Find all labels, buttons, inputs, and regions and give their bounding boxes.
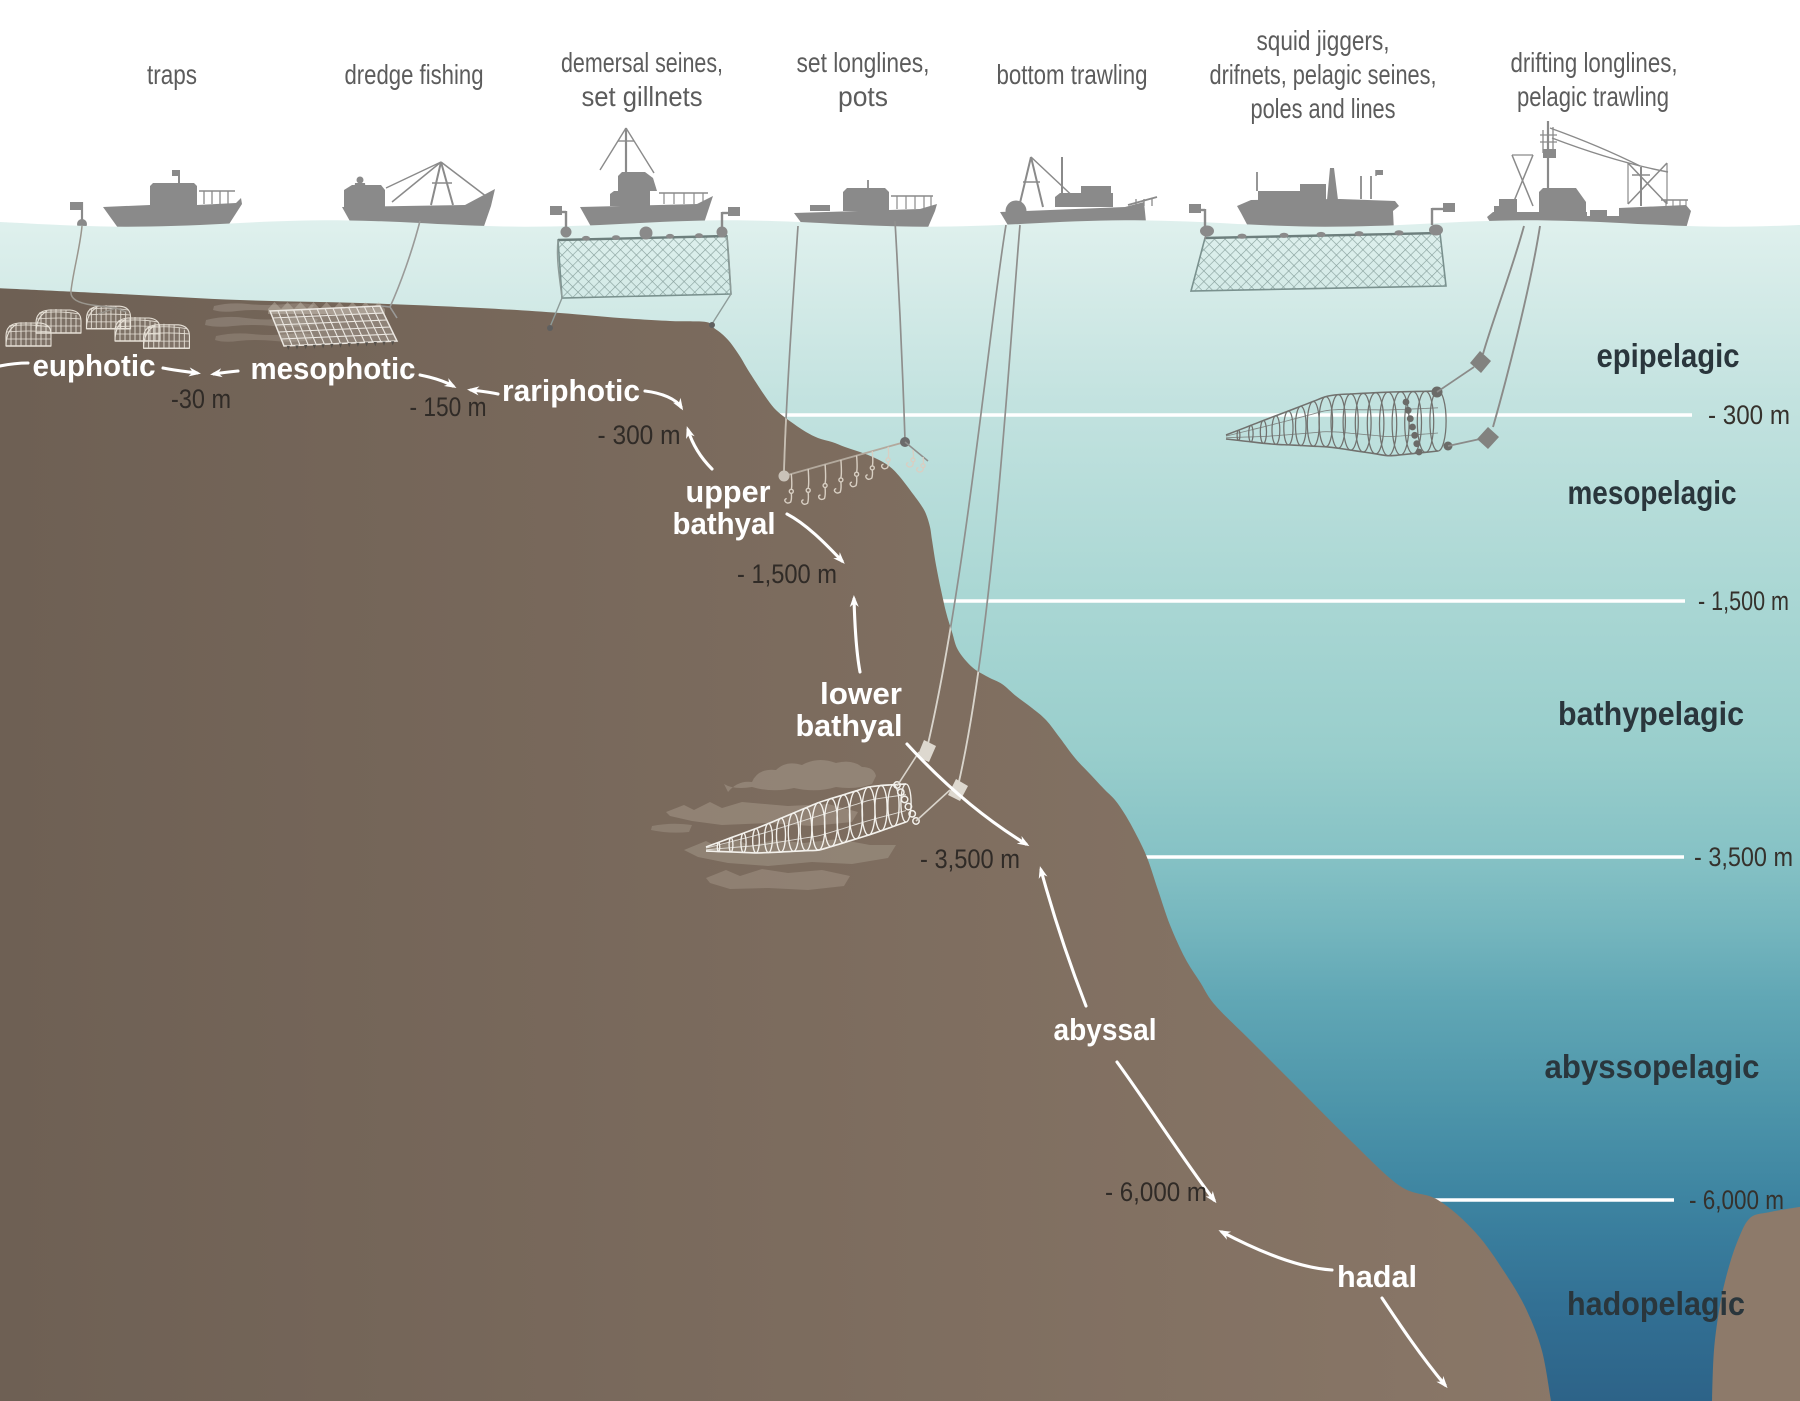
- svg-text:bathypelagic: bathypelagic: [1558, 695, 1744, 732]
- svg-text:epipelagic: epipelagic: [1597, 337, 1740, 374]
- svg-text:- 3,500 m: - 3,500 m: [1694, 842, 1793, 872]
- svg-text:traps: traps: [147, 59, 197, 90]
- svg-text:drifnets, pelagic seines,: drifnets, pelagic seines,: [1210, 59, 1437, 90]
- svg-text:- 300 m: - 300 m: [598, 420, 681, 450]
- svg-text:euphotic: euphotic: [33, 348, 156, 383]
- svg-text:pots: pots: [838, 81, 888, 112]
- svg-text:set longlines,: set longlines,: [797, 47, 930, 78]
- svg-text:abyssal: abyssal: [1054, 1012, 1157, 1047]
- svg-text:hadal: hadal: [1337, 1259, 1417, 1294]
- svg-text:upper: upper: [686, 474, 771, 509]
- svg-text:bathyal: bathyal: [673, 506, 776, 541]
- svg-text:- 6,000 m: - 6,000 m: [1105, 1177, 1207, 1207]
- svg-text:- 300 m: - 300 m: [1708, 400, 1790, 430]
- svg-text:demersal seines,: demersal seines,: [561, 47, 723, 78]
- svg-text:mesophotic: mesophotic: [251, 351, 416, 386]
- svg-text:poles and lines: poles and lines: [1251, 93, 1396, 124]
- svg-text:dredge fishing: dredge fishing: [345, 59, 484, 90]
- svg-text:pelagic trawling: pelagic trawling: [1517, 81, 1669, 112]
- svg-text:- 150 m: - 150 m: [410, 392, 487, 422]
- svg-text:set gillnets: set gillnets: [582, 81, 703, 112]
- svg-text:- 1,500 m: - 1,500 m: [737, 559, 837, 589]
- svg-text:lower: lower: [820, 676, 902, 711]
- svg-text:-30 m: -30 m: [171, 384, 231, 414]
- svg-text:- 3,500 m: - 3,500 m: [920, 844, 1020, 874]
- svg-text:- 6,000 m: - 6,000 m: [1689, 1185, 1784, 1215]
- svg-text:bottom trawling: bottom trawling: [997, 59, 1148, 90]
- svg-text:drifting longlines,: drifting longlines,: [1511, 47, 1678, 78]
- svg-text:- 1,500 m: - 1,500 m: [1698, 586, 1789, 616]
- svg-text:abyssopelagic: abyssopelagic: [1545, 1048, 1760, 1085]
- svg-text:hadopelagic: hadopelagic: [1567, 1285, 1745, 1322]
- svg-text:rariphotic: rariphotic: [502, 373, 640, 408]
- svg-text:mesopelagic: mesopelagic: [1568, 474, 1737, 511]
- svg-text:squid jiggers,: squid jiggers,: [1257, 25, 1390, 56]
- svg-text:bathyal: bathyal: [796, 708, 903, 743]
